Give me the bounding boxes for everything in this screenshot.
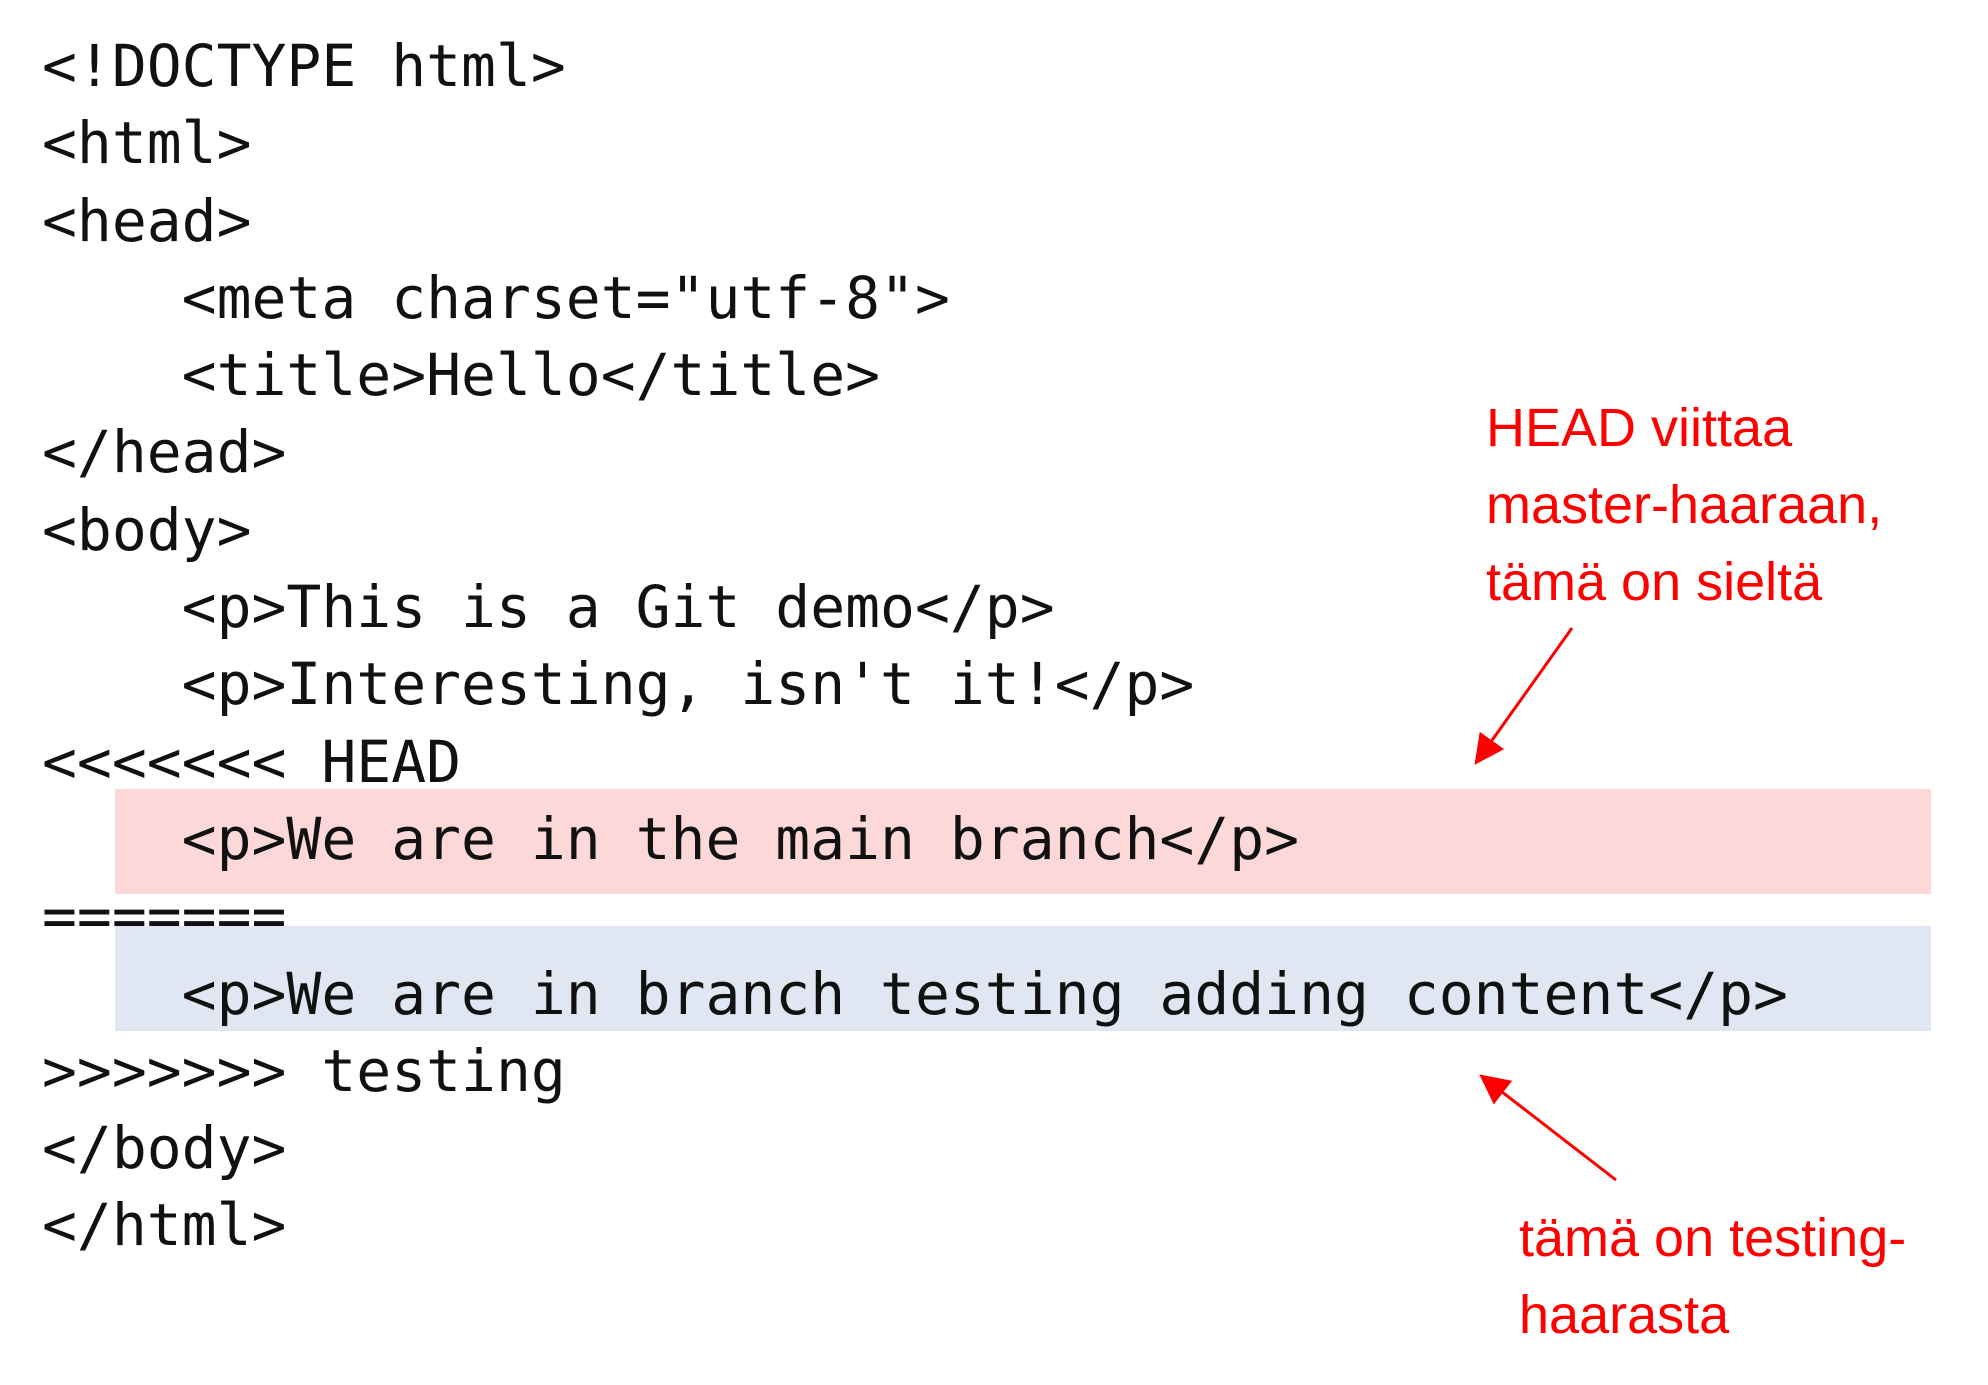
- head-annotation-line: master-haaraan,: [1486, 475, 1883, 535]
- conflict-marker-separator: =======: [42, 882, 287, 951]
- code-line: </html>: [42, 1191, 287, 1260]
- code-line: <meta charset="utf-8">: [42, 263, 950, 332]
- conflict-marker-head: <<<<<<< HEAD: [42, 727, 462, 796]
- testing-annotation-line: tämä on testing-: [1519, 1208, 1907, 1268]
- code-line-head-version: <p>We are in the main branch</p>: [42, 804, 1300, 873]
- code-line: <body>: [42, 495, 252, 564]
- code-line: <p>Interesting, isn't it!</p>: [42, 650, 1195, 719]
- head-arrow-icon: [1474, 627, 1574, 765]
- code-line: <title>Hello</title>: [42, 341, 881, 410]
- code-line: <head>: [42, 186, 252, 255]
- head-annotation-line: HEAD viittaa: [1486, 398, 1793, 458]
- code-line: <!DOCTYPE html>: [42, 32, 566, 100]
- code-line: </head>: [42, 418, 287, 487]
- code-line: </body>: [42, 1114, 287, 1183]
- testing-arrow-icon: [1479, 1074, 1617, 1182]
- conflict-marker-testing: >>>>>>> testing: [42, 1036, 566, 1105]
- code-line-testing-version: <p>We are in branch testing adding conte…: [42, 959, 1788, 1028]
- testing-annotation-line: haarasta: [1519, 1285, 1730, 1345]
- code-block: <!DOCTYPE html> <html> <head> <meta char…: [42, 28, 1788, 1265]
- testing-annotation: tämä on testing- haarasta: [1519, 1200, 1906, 1354]
- head-conflict-highlight: [115, 789, 1931, 894]
- testing-conflict-highlight: [115, 926, 1931, 1031]
- head-annotation-line: tämä on sieltä: [1486, 552, 1823, 612]
- code-line: <p>This is a Git demo</p>: [42, 573, 1055, 642]
- code-line: <html>: [42, 109, 252, 178]
- head-annotation: HEAD viittaa master-haaraan, tämä on sie…: [1486, 390, 1882, 621]
